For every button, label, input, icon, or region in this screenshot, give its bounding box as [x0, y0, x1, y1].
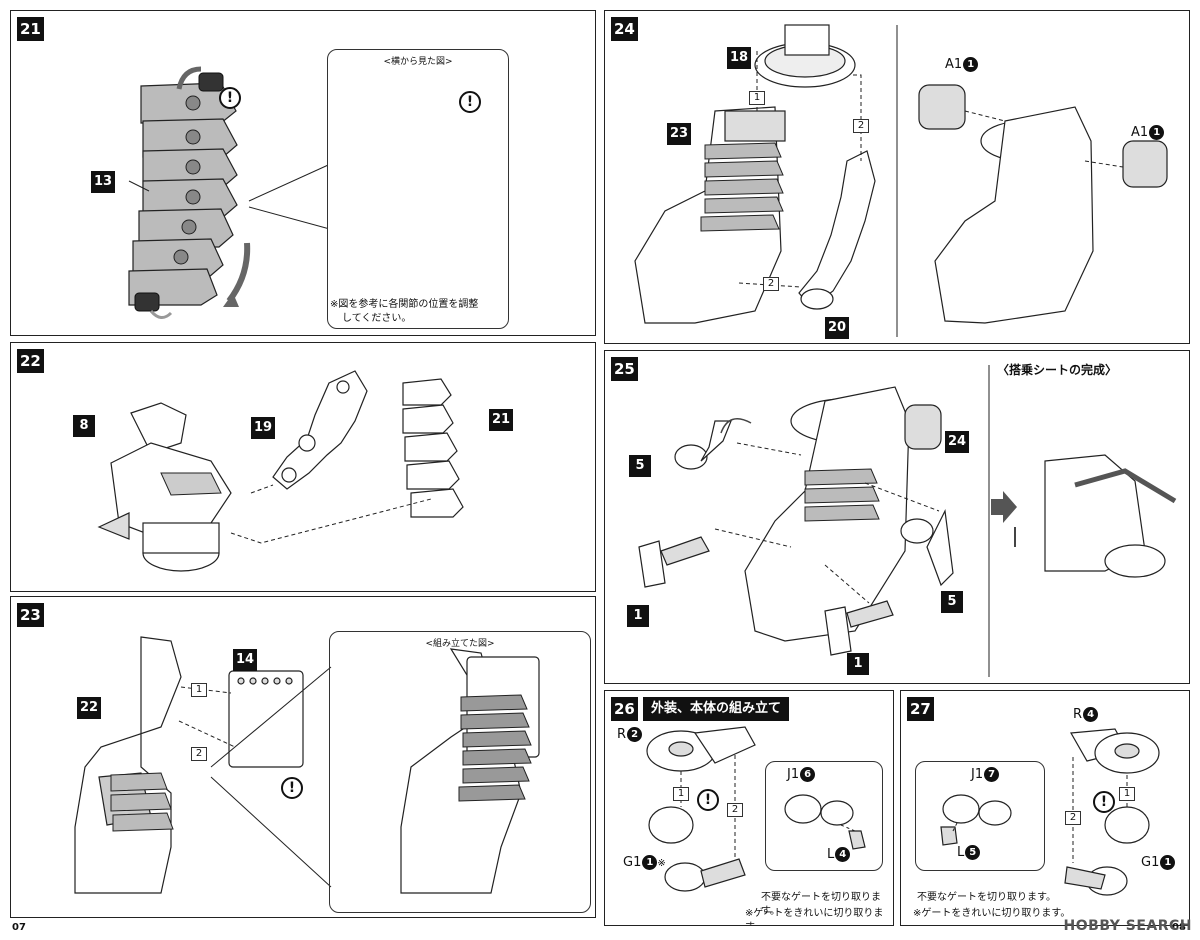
sequence-1: 1: [749, 91, 765, 105]
step-number: 24: [611, 17, 638, 41]
part-1b-label: 1: [847, 653, 869, 675]
step-number: 21: [17, 17, 44, 41]
side-view-inset: <横から見た図> ※図を参考に各関節の位置を調整 してください。: [327, 49, 509, 329]
step-number: 22: [17, 349, 44, 373]
completion-title: 〈搭乗シートの完成〉: [997, 363, 1118, 377]
warning-icon: !: [281, 777, 303, 799]
step-24-panel: 24: [604, 10, 1190, 344]
adjust-note-line1: ※図を参考に各関節の位置を調整: [330, 299, 479, 310]
part-5a-label: 5: [629, 455, 651, 477]
assembled-view-inset: <組み立てた図>: [329, 631, 591, 913]
inset-title: <横から見た図>: [383, 57, 453, 67]
sequence-2: 2: [1065, 811, 1081, 825]
step-number: 27: [907, 697, 934, 721]
warning-icon: !: [219, 87, 241, 109]
part-5b-label: 5: [941, 591, 963, 613]
step-21-panel: 21: [10, 10, 596, 336]
adjust-note-line2: してください。: [342, 313, 412, 324]
part-22-label: 22: [77, 697, 102, 719]
step-number: 26: [611, 697, 638, 721]
seat-base-illustration: [97, 370, 464, 572]
part-1a-label: 1: [627, 605, 649, 627]
sequence-2: 2: [191, 747, 207, 761]
step-22-panel: 22 8 19 21: [10, 342, 596, 592]
seat-completion-illustration: [638, 365, 1177, 677]
sequence-2: 2: [853, 119, 869, 133]
body-exterior-illustration: [646, 726, 866, 892]
part-23-label: 23: [667, 123, 692, 145]
part-18-label: 18: [727, 47, 752, 69]
part-8-label: 8: [73, 415, 95, 437]
inset-title: <組み立てた図>: [425, 639, 495, 649]
step-25-panel: 25: [604, 350, 1190, 684]
gate-note: 不要なゲートを切り取ります。: [917, 892, 1056, 903]
step-23-panel: 23 22 14 1 2 ! <組み立て: [10, 596, 596, 918]
spine-illustration: [74, 636, 540, 894]
sequence-2: 2: [763, 277, 779, 291]
step-title: 外装、本体の組み立て: [643, 697, 790, 721]
warning-icon: !: [1093, 791, 1115, 813]
sequence-2: 2: [727, 803, 743, 817]
sequence-1: 1: [673, 787, 689, 801]
step-number: 25: [611, 357, 638, 381]
part-24-label: 24: [945, 431, 970, 453]
part-19-label: 19: [251, 417, 276, 439]
part-20-label: 20: [825, 317, 850, 339]
part-13-label: 13: [91, 171, 116, 193]
sequence-1: 1: [1119, 787, 1135, 801]
warning-icon: !: [697, 789, 719, 811]
part-21-label: 21: [489, 409, 514, 431]
step-number: 23: [17, 603, 44, 627]
gate-note-2: ※ゲートをきれいに切り取ります。: [913, 908, 1071, 919]
warning-icon: !: [459, 91, 481, 113]
sequence-1: 1: [191, 683, 207, 697]
arm-parts-inset: [915, 761, 1045, 871]
part-14-label: 14: [233, 649, 258, 671]
gate-note-2: ※ゲートをきれいに切り取ります。: [745, 908, 884, 925]
page-number-right: 08: [1172, 922, 1186, 933]
hobby-search-watermark: HOBBY SEARCH: [1063, 918, 1192, 934]
gate-note: 不要なゲートを切り取ります。: [761, 892, 881, 917]
body-exterior-mirror-illustration: [940, 728, 1160, 896]
arm-parts-inset: [765, 761, 883, 871]
page-number-left: 07: [12, 922, 26, 933]
seat-assembly-illustration: [634, 24, 1168, 337]
